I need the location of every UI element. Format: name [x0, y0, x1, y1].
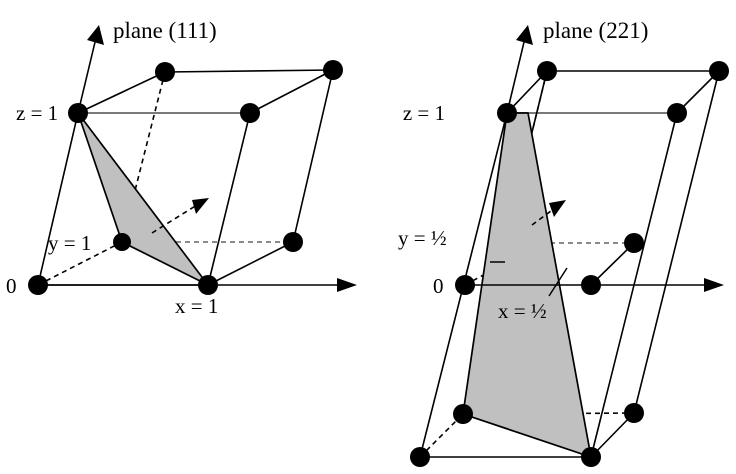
lattice-point: [323, 60, 343, 80]
y-axis-arrowhead: [192, 198, 209, 214]
edge-bottom-right: [590, 412, 635, 458]
z-axis-arrowhead: [87, 25, 104, 45]
x-axis-arrowhead: [704, 278, 724, 292]
lattice-point: [455, 275, 475, 295]
label-x-intercept-right: x = ½: [498, 299, 547, 323]
label-z-intercept-right: z = 1: [403, 101, 445, 125]
edge-bottom-right: [207, 241, 294, 286]
panel-111-lattice-points: [28, 60, 343, 295]
label-x-intercept-left: x = 1: [175, 294, 218, 318]
edge-top-back: [164, 69, 334, 73]
lattice-point: [198, 275, 218, 295]
y-axis-line: [531, 207, 556, 226]
panel-111: plane (111) z = 1 y = 1 x = 1 0: [6, 18, 357, 318]
panel-221: plane (221) z = 1 y = ½ x = ½ 0: [398, 18, 729, 467]
lattice-point: [453, 404, 473, 424]
lattice-point: [581, 447, 601, 467]
z-axis-line: [77, 37, 97, 114]
lattice-point: [537, 61, 557, 81]
y-axis-arrowhead: [549, 200, 566, 217]
label-y-intercept-left: y = 1: [48, 231, 91, 255]
hidden-edge-bottom-left-to-back: [419, 413, 464, 458]
panel-111-cell-edges: [37, 69, 334, 286]
z-axis-line: [506, 37, 526, 114]
lattice-point: [709, 61, 729, 81]
label-y-intercept-right: y = ½: [398, 226, 447, 250]
x-half-tick: [548, 267, 568, 297]
lattice-point: [28, 275, 48, 295]
lattice-point: [68, 103, 88, 123]
lattice-point: [624, 233, 644, 253]
label-origin-right: 0: [433, 274, 444, 298]
edge-vertical-left: [37, 112, 79, 286]
plane-111-face: [77, 112, 209, 286]
lattice-point: [497, 103, 517, 123]
label-z-intercept-left: z = 1: [16, 101, 58, 125]
x-axis-arrowhead: [337, 278, 357, 292]
panel-111-axes: [38, 25, 357, 292]
edge-top-right-back: [249, 69, 334, 114]
lattice-point: [624, 403, 644, 423]
lattice-point: [113, 233, 131, 251]
lattice-point: [667, 103, 687, 123]
panel-221-lattice-points: [410, 61, 729, 467]
edge-mid-right-connector: [590, 242, 635, 286]
lattice-point: [240, 103, 260, 123]
label-origin-left: 0: [6, 274, 17, 298]
lattice-point: [581, 275, 601, 295]
edge-top-left-back: [77, 71, 166, 114]
panel-221-axes: [465, 25, 724, 297]
panel-221-title: plane (221): [543, 18, 648, 43]
z-axis-arrowhead: [516, 25, 533, 45]
edge-vertical-front-right: [207, 112, 251, 286]
lattice-point: [155, 62, 175, 82]
edge-vertical-back-right-long: [633, 70, 720, 414]
lattice-point: [283, 232, 303, 252]
hidden-edge-origin-to-y: [37, 241, 123, 286]
panel-111-title: plane (111): [113, 18, 217, 43]
lattice-point: [410, 447, 430, 467]
edge-vertical-back-right: [292, 69, 334, 243]
